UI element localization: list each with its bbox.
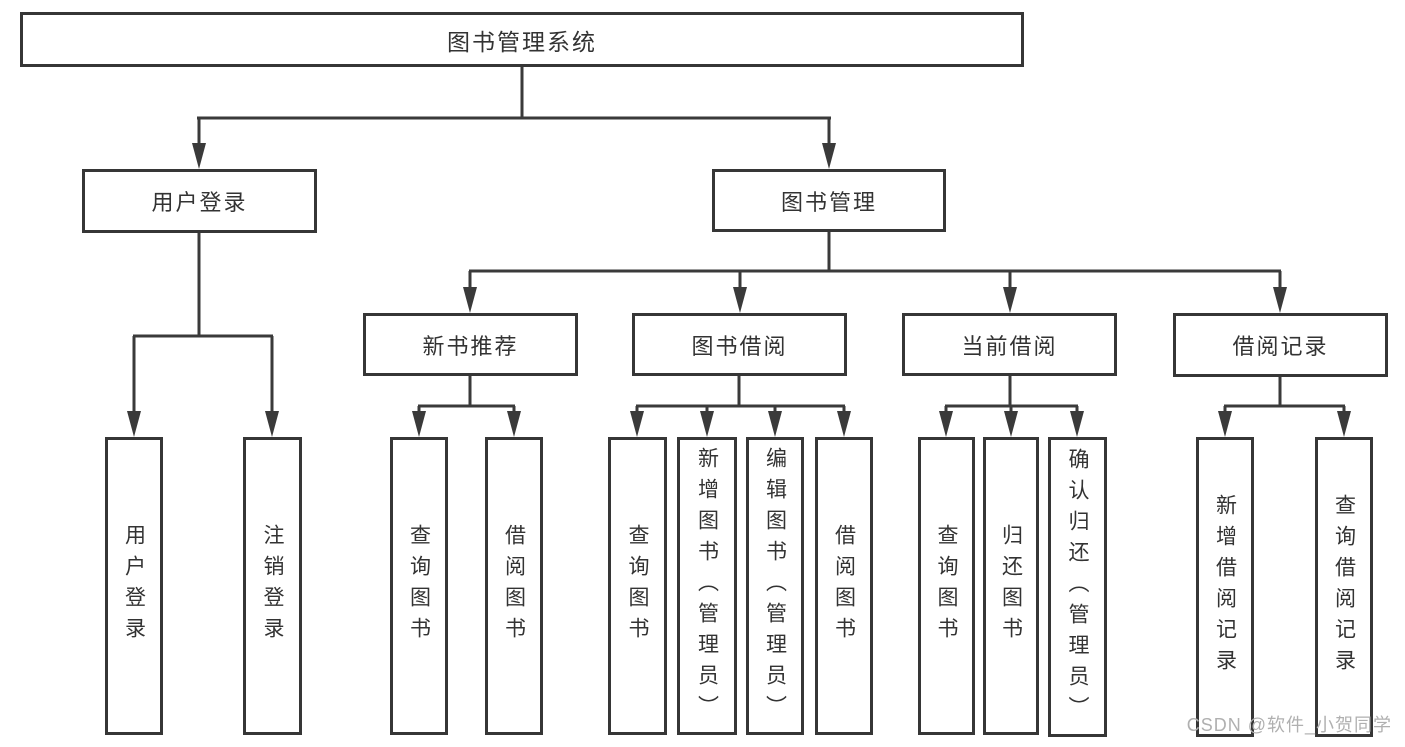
leaf-search-books-borrow: 查询图书: [608, 437, 667, 735]
leaf-add-borrow-record: 新增借阅记录: [1196, 437, 1254, 737]
leaf-logout-login: 注销登录: [243, 437, 302, 735]
leaf-search-books-current: 查询图书: [918, 437, 975, 735]
leaf-search-borrow-record: 查询借阅记录: [1315, 437, 1373, 737]
node-user-login: 用户登录: [82, 169, 317, 233]
leaf-add-books-admin: 新增图书（管理员）: [677, 437, 737, 735]
leaf-search-books-recommend: 查询图书: [390, 437, 448, 735]
leaf-user-login: 用户登录: [105, 437, 163, 735]
leaf-borrow-books: 借阅图书: [815, 437, 873, 735]
node-book-borrow: 图书借阅: [632, 313, 847, 376]
node-book-management: 图书管理: [712, 169, 946, 232]
branch-lines: [133, 67, 1345, 408]
node-borrow-records: 借阅记录: [1173, 313, 1388, 377]
csdn-watermark: CSDN @软件_小贺同学: [1186, 715, 1392, 735]
leaf-edit-books-admin: 编辑图书（管理员）: [746, 437, 804, 735]
leaf-borrow-books-recommend: 借阅图书: [485, 437, 543, 735]
leaf-confirm-return-admin: 确认归还（管理员）: [1048, 437, 1107, 737]
leaf-return-books: 归还图书: [983, 437, 1039, 735]
node-library-management-system: 图书管理系统: [20, 12, 1024, 67]
node-current-borrow: 当前借阅: [902, 313, 1117, 376]
arrowheads: [127, 143, 1351, 437]
node-new-book-recommend: 新书推荐: [363, 313, 578, 376]
